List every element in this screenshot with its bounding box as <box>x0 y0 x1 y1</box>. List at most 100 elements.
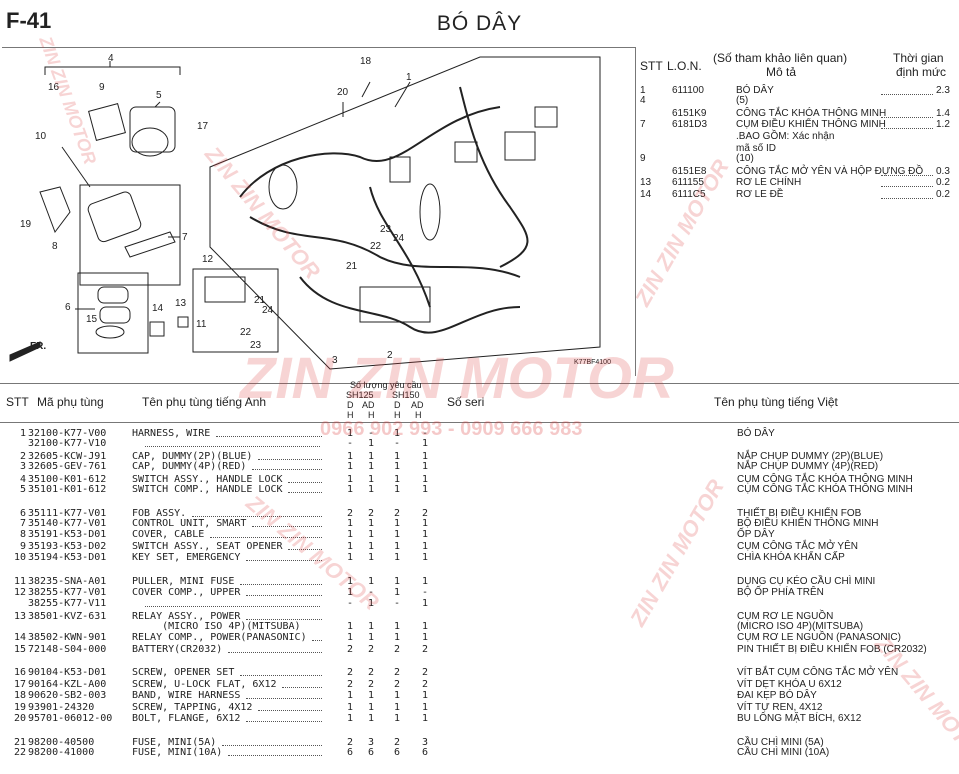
row-part-no: 35191-K53-D01 <box>28 529 107 540</box>
callout-1: 1 <box>406 72 412 83</box>
row-stt: 18 <box>14 690 27 701</box>
row-name-vn: CẦU CHÌ MINI (10A) <box>737 747 830 758</box>
group-box-6 <box>77 272 149 354</box>
callout-21b: 21 <box>346 261 358 272</box>
callout-11: 11 <box>196 319 207 330</box>
row-name-vn: CỤM CÔNG TẮC KHÓA THÔNG MINH <box>737 484 913 495</box>
lon-time: 0.3 <box>936 166 950 177</box>
row-qty: 2 <box>368 508 375 519</box>
row-name-vn: CHÌA KHÓA KHẨN CẤP <box>737 552 845 563</box>
row-qty: 2 <box>422 679 429 690</box>
callout-10: 10 <box>35 131 47 142</box>
row-qty: 1 <box>347 428 354 439</box>
row-dots <box>216 428 322 437</box>
row-qty: 1 <box>394 461 401 472</box>
row-qty: 1 <box>368 438 375 449</box>
lon-code: 6151E8 <box>672 166 707 177</box>
row-name-en: RELAY COMP., POWER(PANASONIC) <box>132 632 307 643</box>
row-qty: 1 <box>422 690 429 701</box>
lon-time: 2.3 <box>936 85 950 96</box>
row-dots <box>228 747 322 756</box>
row-qty: - <box>394 598 401 609</box>
exploded-diagram: 4 16 9 5 10 17 19 8 7 6 15 14 13 12 11 2… <box>9 53 611 370</box>
row-qty: 1 <box>394 713 401 724</box>
row-name-en: RELAY ASSY., POWER <box>132 611 241 622</box>
lon-stt: 14 <box>640 189 652 200</box>
row-name-vn: BÓ DÂY <box>737 428 775 439</box>
row-name-en: COVER, CABLE <box>132 529 205 540</box>
row-name-vn: VÍT TỰ REN, 4X12 <box>737 702 823 713</box>
row-name-en: CAP, DUMMY(4P)(RED) <box>132 461 247 472</box>
row-part-no: 90164-KZL-A00 <box>28 679 107 690</box>
col-header-ad1: AD <box>362 400 375 410</box>
row-name-en: KEY SET, EMERGENCY <box>132 552 241 563</box>
row-qty: 2 <box>394 508 401 519</box>
fr-label: FR. <box>30 341 46 352</box>
row-stt: 6 <box>20 508 27 519</box>
lon-row: 9(10) <box>636 153 959 165</box>
row-qty: 1 <box>368 598 375 609</box>
callout-2: 2 <box>387 350 393 361</box>
col-header-serial: Số seri <box>447 395 485 409</box>
row-qty: 1 <box>394 451 401 462</box>
row-name-vn: BỘ ĐIỀU KHIỂN THÔNG MINH <box>737 518 879 529</box>
callout-24b: 24 <box>393 233 405 244</box>
row-name-vn: THIẾT BỊ ĐIỀU KHIỂN FOB <box>737 508 862 519</box>
row-qty: 1 <box>394 621 401 632</box>
lon-code: 6151K9 <box>672 108 707 119</box>
row-dots <box>258 451 322 460</box>
row-qty: 1 <box>368 461 375 472</box>
row-dots <box>252 461 322 470</box>
lon-header-stt: STT <box>640 59 663 73</box>
row-qty: 2 <box>422 508 429 519</box>
row-qty: 2 <box>368 667 375 678</box>
lon-desc: mã số ID <box>736 143 777 154</box>
row-stt: 2 <box>20 451 27 462</box>
callout-12: 12 <box>202 254 214 265</box>
lon-stt: 13 <box>640 177 652 188</box>
row-qty: 1 <box>347 690 354 701</box>
row-qty: 1 <box>368 541 375 552</box>
row-name-vn: CỤM RƠ LE NGUỒN (PANASONIC) <box>737 632 901 643</box>
row-dots <box>210 529 322 538</box>
row-qty: 2 <box>394 667 401 678</box>
row-part-no: 98200-41000 <box>28 747 95 758</box>
row-qty: 2 <box>347 667 354 678</box>
row-name-en: COVER COMP., UPPER <box>132 587 241 598</box>
row-stt: 21 <box>14 737 27 748</box>
row-qty: 1 <box>394 552 401 563</box>
row-qty: 1 <box>422 541 429 552</box>
row-name-vn: PIN THIẾT BỊ ĐIỀU KHIỂN FOB (CR2032) <box>737 644 927 655</box>
row-qty: - <box>347 598 354 609</box>
row-part-no: 72148-S04-000 <box>28 644 107 655</box>
row-stt: 11 <box>14 576 27 587</box>
row-qty: 3 <box>368 737 375 748</box>
row-qty: 1 <box>422 552 429 563</box>
row-stt: 14 <box>14 632 27 643</box>
col-header-h2: H <box>368 410 375 420</box>
row-qty: 1 <box>422 484 429 495</box>
row-part-no: 93901-24320 <box>28 702 95 713</box>
row-qty: 1 <box>368 702 375 713</box>
row-stt: 12 <box>14 587 27 598</box>
table-header-bottom-rule <box>0 422 959 423</box>
page-title: BÓ DÂY <box>436 12 523 35</box>
row-name-vn: NẮP CHỤP DUMMY (2P)(BLUE) <box>737 451 884 462</box>
lon-desc: CÔNG TẮC KHÓA THÔNG MINH <box>736 108 887 119</box>
lon-time: 0.2 <box>936 177 950 188</box>
callout-16: 16 <box>48 82 60 93</box>
row-qty: 1 <box>347 552 354 563</box>
row-dots <box>252 518 322 527</box>
